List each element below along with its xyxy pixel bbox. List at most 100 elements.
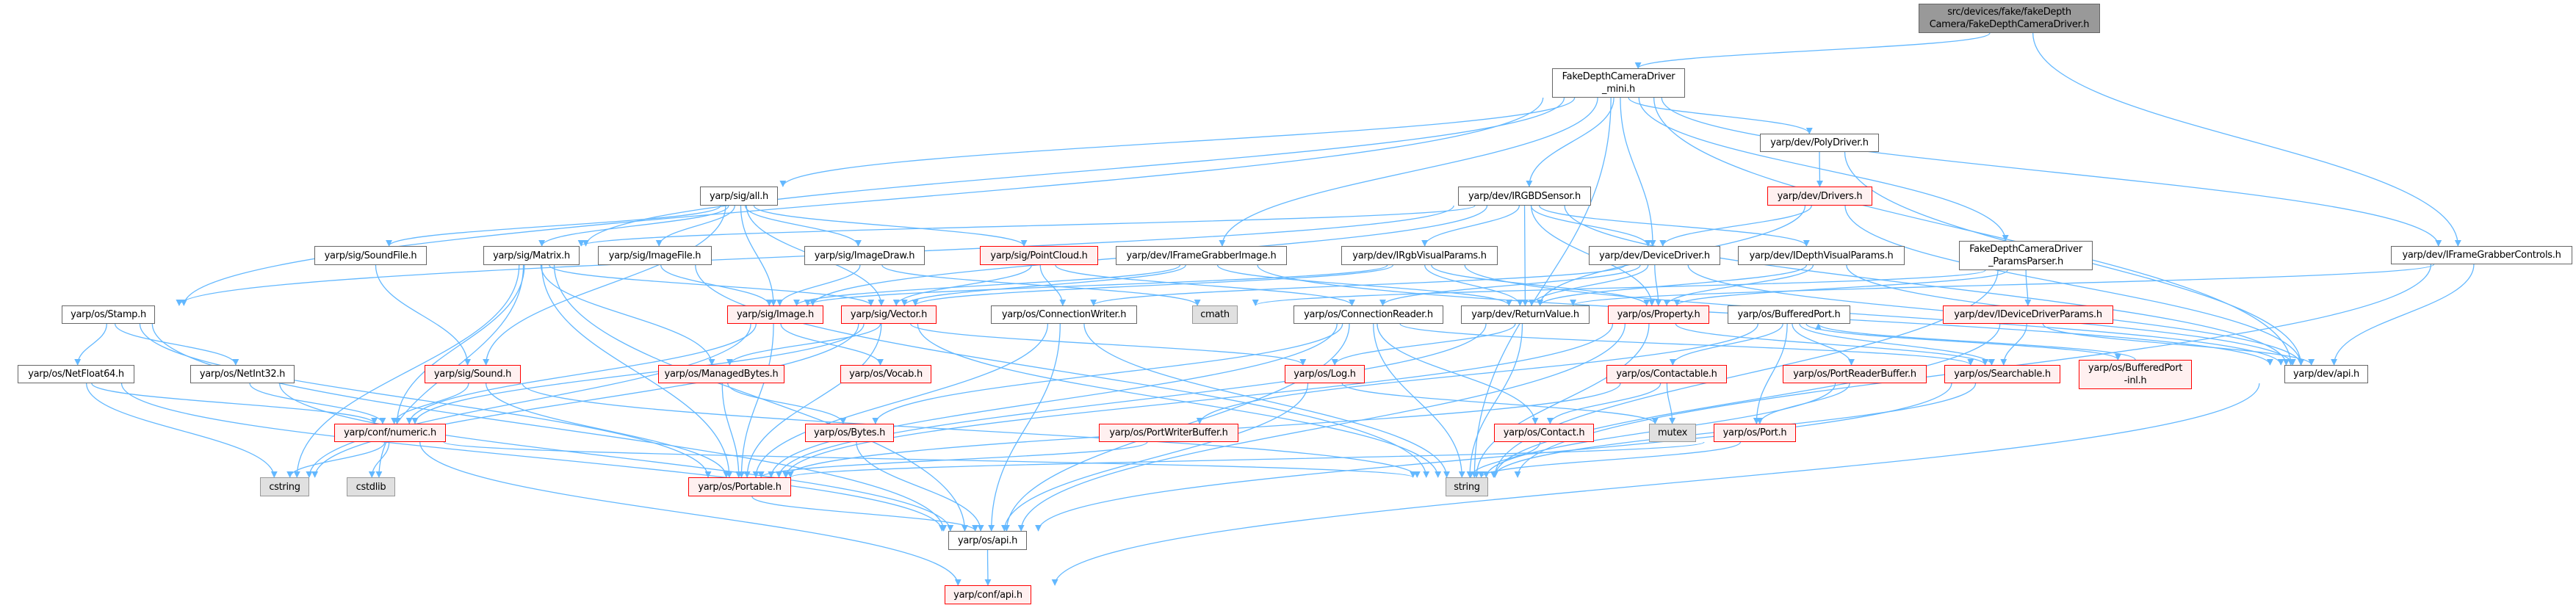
edge-bport-to-bpinl — [1805, 323, 2121, 361]
edge-iddp-to-devapi — [2042, 323, 2315, 366]
edge-params-to-property — [1673, 269, 2008, 306]
edge-port-to-portable — [787, 441, 1705, 478]
graph-node-neti32[interactable]: yarp/os/NetInt32.h — [190, 365, 295, 383]
edge-numeric-to-string — [443, 441, 1416, 478]
graph-node-contact[interactable]: yarp/os/Contact.h — [1494, 424, 1594, 442]
graph-node-ifgi[interactable]: yarp/dev/IFrameGrabberImage.h — [1116, 246, 1287, 265]
edge-idepth-to-retval — [1537, 264, 1807, 306]
edge-pointcloud-to-connw — [1039, 264, 1067, 306]
graph-node-params[interactable]: FakeDepthCameraDriver _ParamsParser.h — [1959, 241, 2093, 270]
graph-node-ifgc[interactable]: yarp/dev/IFrameGrabberControls.h — [2391, 246, 2572, 264]
edge-image-to-numeric — [405, 323, 757, 424]
graph-node-contactable[interactable]: yarp/os/Contactable.h — [1606, 365, 1727, 383]
edge-searchable-to-osapi — [1035, 383, 1952, 532]
edge-irgbvp-to-retval — [1424, 264, 1523, 306]
edge-drivers-to-devdrv — [1659, 205, 1812, 247]
graph-node-bport[interactable]: yarp/os/BufferedPort.h — [1728, 305, 1850, 324]
graph-node-irgbvp[interactable]: yarp/dev/IRgbVisualParams.h — [1341, 246, 1498, 265]
graph-node-poly[interactable]: yarp/dev/PolyDriver.h — [1760, 134, 1879, 152]
edge-mini-to-devdrv — [1620, 97, 1656, 247]
graph-node-cmath[interactable]: cmath — [1192, 305, 1238, 324]
graph-node-cstring[interactable]: cstring — [260, 477, 309, 496]
graph-node-image[interactable]: yarp/sig/Image.h — [727, 305, 823, 324]
edge-vector-to-string — [917, 323, 1442, 478]
graph-node-string[interactable]: string — [1446, 477, 1488, 496]
graph-node-property[interactable]: yarp/os/Property.h — [1608, 305, 1709, 324]
graph-node-prb[interactable]: yarp/os/PortReaderBuffer.h — [1783, 365, 1927, 383]
graph-node-numeric[interactable]: yarp/conf/numeric.h — [334, 424, 446, 442]
graph-node-netf64[interactable]: yarp/os/NetFloat64.h — [18, 365, 134, 383]
edge-imagefile-to-image — [660, 264, 773, 306]
edge-mini-to-ifgi — [1219, 97, 1598, 247]
edge-idepth-to-property — [1663, 264, 1814, 306]
edge-mini-to-ifgc — [1661, 97, 2442, 247]
edge-mini-to-params — [1638, 97, 2009, 242]
edge-property-to-string — [1473, 323, 1650, 478]
edge-connr-to-contact — [1377, 323, 1539, 424]
edge-sound-to-numeric — [391, 383, 469, 424]
edge-mini-to-matrix — [582, 97, 1565, 247]
graph-node-iddp[interactable]: yarp/dev/IDeviceDriverParams.h — [1943, 305, 2113, 324]
edge-numeric-to-cstring — [286, 441, 386, 478]
edge-bport-to-prb — [1792, 323, 1855, 366]
edge-connw-to-osapi — [988, 323, 1061, 532]
graph-node-confapi[interactable]: yarp/conf/api.h — [945, 585, 1031, 604]
graph-node-osapi[interactable]: yarp/os/api.h — [948, 531, 1027, 550]
edge-mini-to-poly — [1628, 97, 1813, 134]
graph-node-port[interactable]: yarp/os/Port.h — [1714, 424, 1796, 442]
edge-vector-to-log — [910, 323, 1307, 366]
edge-vector-to-portable — [743, 323, 882, 478]
graph-node-bpinl[interactable]: yarp/os/BufferedPort -inl.h — [2079, 360, 2192, 389]
edge-image-to-portable — [737, 323, 774, 478]
graph-node-devdrv[interactable]: yarp/dev/DeviceDriver.h — [1589, 246, 1720, 265]
graph-node-devapi[interactable]: yarp/dev/api.h — [2284, 365, 2368, 383]
edge-neti32-to-numeric — [249, 383, 386, 424]
graph-node-bytes[interactable]: yarp/os/Bytes.h — [805, 424, 894, 442]
edge-log-to-mutex — [1341, 383, 1659, 424]
graph-node-retval[interactable]: yarp/dev/ReturnValue.h — [1461, 305, 1590, 324]
graph-node-connw[interactable]: yarp/os/ConnectionWriter.h — [991, 305, 1137, 324]
edge-netf64-to-numeric — [91, 383, 378, 424]
edge-portable-to-osapi — [751, 496, 979, 532]
graph-node-imagefile[interactable]: yarp/sig/ImageFile.h — [598, 246, 712, 265]
graph-node-connr[interactable]: yarp/os/ConnectionReader.h — [1294, 305, 1443, 324]
edge-image-to-vocab — [780, 323, 884, 366]
graph-node-imagedraw[interactable]: yarp/sig/ImageDraw.h — [804, 246, 925, 265]
graph-node-irgbd[interactable]: yarp/dev/IRGBDSensor.h — [1458, 187, 1591, 206]
edge-matrix-to-portable — [541, 264, 733, 478]
graph-node-soundfile[interactable]: yarp/sig/SoundFile.h — [314, 246, 427, 265]
graph-node-matrix[interactable]: yarp/sig/Matrix.h — [483, 246, 580, 265]
edge-log-to-osapi — [1000, 383, 1309, 532]
graph-node-mini[interactable]: FakeDepthCameraDriver _mini.h — [1552, 68, 1685, 98]
graph-node-vocab[interactable]: yarp/os/Vocab.h — [840, 365, 931, 383]
edge-managed-to-bytes — [727, 383, 847, 424]
graph-node-sound[interactable]: yarp/sig/Sound.h — [425, 365, 521, 383]
edge-property-to-portable — [782, 323, 1614, 478]
graph-node-pwb[interactable]: yarp/os/PortWriterBuffer.h — [1099, 424, 1238, 442]
edge-ifgi-to-image — [793, 264, 1181, 306]
graph-node-pointcloud[interactable]: yarp/sig/PointCloud.h — [980, 246, 1098, 265]
graph-node-vector[interactable]: yarp/sig/Vector.h — [841, 305, 937, 324]
graph-node-all[interactable]: yarp/sig/all.h — [700, 187, 778, 206]
edge-neti32-to-osapi — [279, 383, 954, 532]
graph-node-log[interactable]: yarp/os/Log.h — [1285, 365, 1365, 383]
graph-node-stamp[interactable]: yarp/os/Stamp.h — [62, 305, 155, 324]
edge-matrix-to-cstring — [293, 264, 520, 478]
graph-node-searchable[interactable]: yarp/os/Searchable.h — [1944, 365, 2060, 383]
edge-retval-to-portable — [776, 323, 1487, 478]
graph-node-drivers[interactable]: yarp/dev/Drivers.h — [1767, 187, 1872, 206]
edge-bytes-to-osapi — [856, 441, 984, 532]
graph-node-mutex[interactable]: mutex — [1649, 424, 1696, 442]
edge-stamp-to-netf64 — [74, 323, 107, 366]
edge-all-to-sound — [483, 205, 726, 366]
graph-node-cstdlib[interactable]: cstdlib — [347, 477, 395, 496]
graph-node-idepth[interactable]: yarp/dev/IDepthVisualParams.h — [1738, 246, 1905, 265]
edge-imagefile-to-string — [695, 264, 1430, 478]
edge-bport-to-pwb — [1196, 323, 1758, 424]
edge-pwb-to-portable — [757, 441, 1148, 478]
graph-node-managed[interactable]: yarp/os/ManagedBytes.h — [658, 365, 784, 383]
edge-vector-to-numeric — [411, 323, 865, 424]
edge-soundfile-to-sound — [375, 264, 472, 366]
graph-node-portable[interactable]: yarp/os/Portable.h — [688, 477, 791, 496]
